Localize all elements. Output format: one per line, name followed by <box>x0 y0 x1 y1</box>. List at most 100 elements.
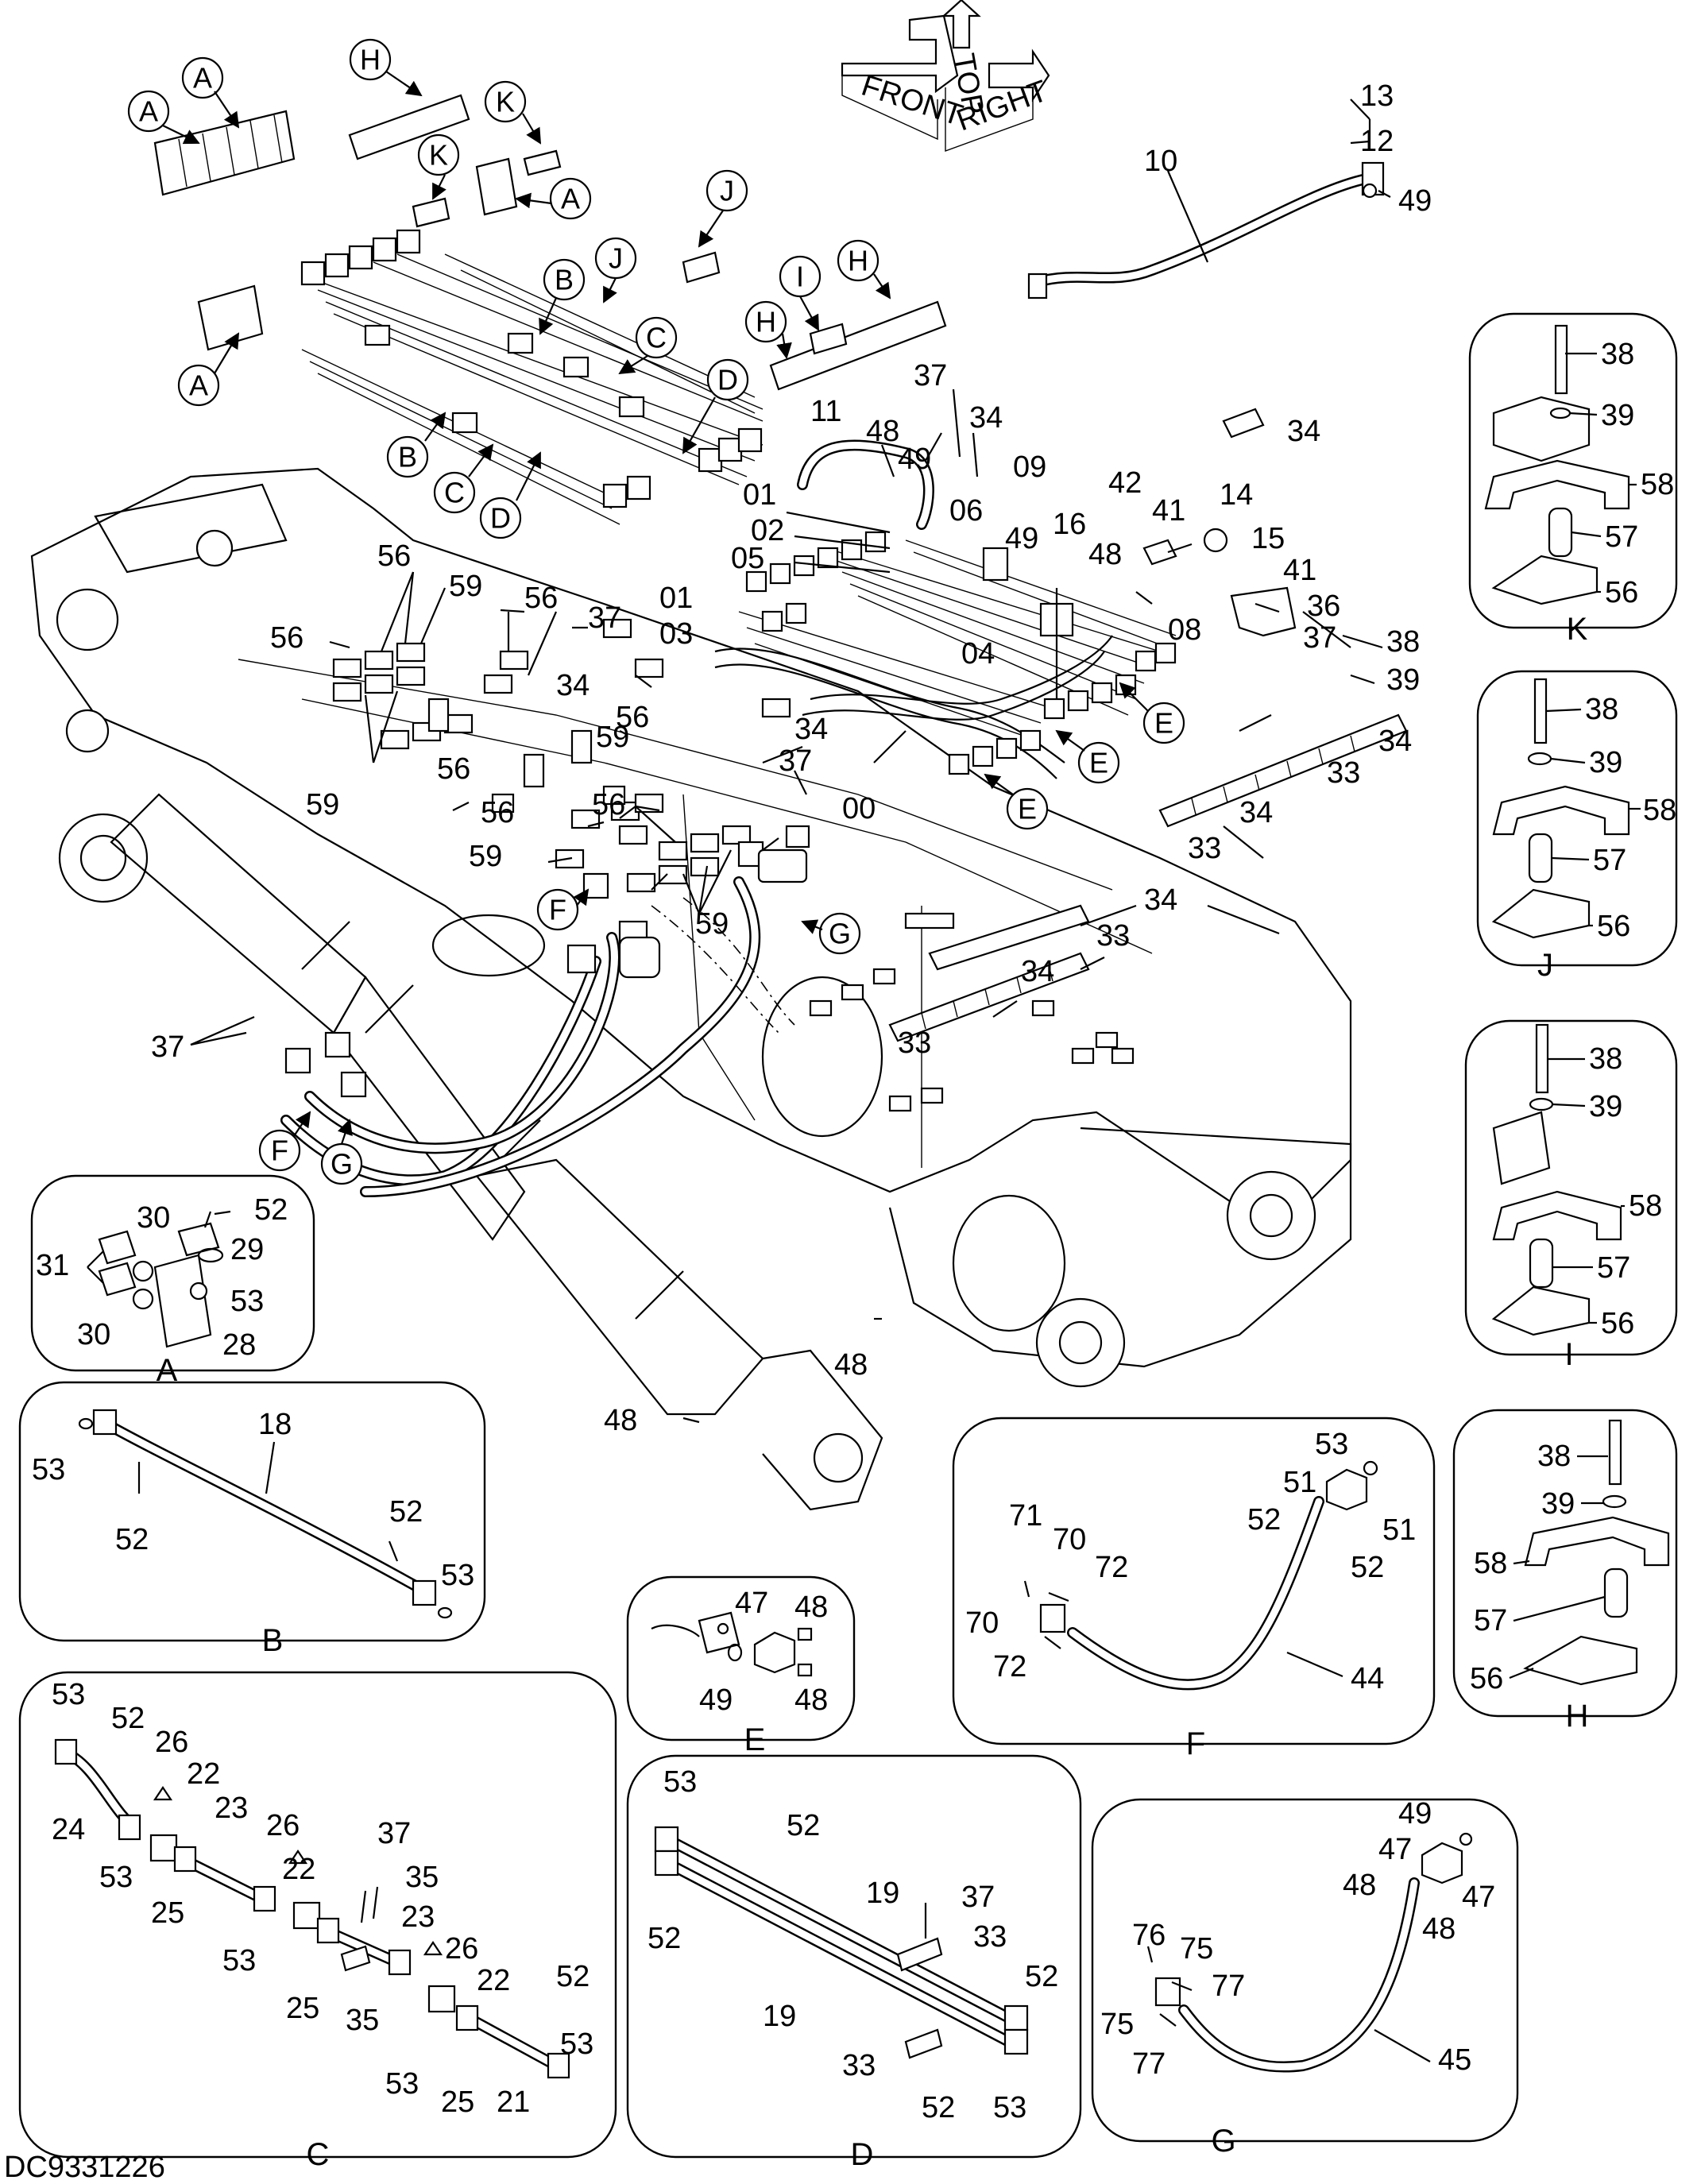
f-title: F <box>1186 1726 1205 1761</box>
label-11: 11 <box>810 395 841 428</box>
callout-d-2: D <box>490 502 511 535</box>
detail-c <box>18 1671 617 2159</box>
h-label-57: 57 <box>1474 1604 1507 1637</box>
clamp-rows-33 <box>888 408 1408 1042</box>
callout-e-3: E <box>1018 793 1037 825</box>
e-label-48-bottom: 48 <box>794 1683 828 1717</box>
callout-d-1: D <box>717 364 738 396</box>
label-49-c: 49 <box>1005 522 1038 555</box>
g-label-49: 49 <box>1398 1797 1432 1830</box>
callout-b-2: B <box>398 441 417 474</box>
detail-i <box>1464 1019 1678 1356</box>
k-title: K <box>1567 612 1588 647</box>
callout-k-2: K <box>429 139 448 172</box>
e-label-48-top: 48 <box>794 1591 828 1624</box>
label-12: 12 <box>1360 125 1394 158</box>
label-56-d: 56 <box>616 701 649 734</box>
c-label-25-c: 25 <box>441 2085 474 2119</box>
label-37-e: 37 <box>151 1030 184 1064</box>
c-label-53-d: 53 <box>385 2067 419 2101</box>
d-label-52-d: 52 <box>922 2091 955 2124</box>
label-49-top: 49 <box>1398 184 1432 218</box>
label-09: 09 <box>1013 450 1046 484</box>
a-label-30-bottom: 30 <box>77 1318 110 1351</box>
d-label-53-a: 53 <box>663 1765 697 1799</box>
label-34-g: 34 <box>1144 883 1177 917</box>
e-title: E <box>744 1722 766 1757</box>
c-label-22-c: 22 <box>477 1964 510 1997</box>
a-label-30-top: 30 <box>137 1201 170 1235</box>
c-label-22-a: 22 <box>187 1757 220 1791</box>
g-label-75-top: 75 <box>1180 1932 1213 1966</box>
callout-h-3: H <box>848 245 868 277</box>
label-34-e: 34 <box>1378 725 1412 758</box>
hose-bundles-upper <box>300 229 764 525</box>
label-49-b: 49 <box>898 443 931 476</box>
detail-d <box>626 1754 1082 2159</box>
g-label-47-right: 47 <box>1462 1881 1495 1914</box>
label-06: 06 <box>949 494 983 528</box>
label-03: 03 <box>659 617 693 651</box>
c-label-52-b: 52 <box>556 1960 590 1993</box>
callout-i-1: I <box>796 261 804 293</box>
i-label-39: 39 <box>1589 1090 1622 1123</box>
i-label-57: 57 <box>1597 1251 1630 1285</box>
g-label-76: 76 <box>1132 1919 1166 1952</box>
callout-circles: A A A A H H H K K J J I B B C C D D E E … <box>127 38 1185 1185</box>
i-label-38: 38 <box>1589 1042 1622 1076</box>
label-33-a: 33 <box>1327 756 1360 790</box>
h-title: H <box>1566 1699 1589 1734</box>
detail-g <box>1091 1798 1519 2143</box>
label-34-a: 34 <box>969 401 1003 435</box>
label-05: 05 <box>731 542 764 575</box>
detail-a <box>30 1174 315 1372</box>
i-title: I <box>1564 1337 1573 1372</box>
c-label-26-c: 26 <box>445 1932 478 1966</box>
drawing-code: DC9331226 <box>4 2151 165 2184</box>
callout-f-2: F <box>271 1135 288 1167</box>
d-title: D <box>851 2137 874 2172</box>
callout-h-2: H <box>756 306 776 338</box>
label-48-c: 48 <box>834 1348 868 1382</box>
detail-e-labels: 47 48 49 48 E <box>699 1587 828 1757</box>
label-10: 10 <box>1144 145 1177 178</box>
f-label-53: 53 <box>1315 1428 1348 1461</box>
label-34-f: 34 <box>1239 796 1273 829</box>
detail-e <box>626 1575 856 1741</box>
label-59-e: 59 <box>695 907 729 941</box>
label-00: 00 <box>842 792 876 825</box>
i-label-58: 58 <box>1629 1189 1662 1223</box>
label-59-b: 59 <box>596 721 629 754</box>
f-label-51-left: 51 <box>1283 1466 1316 1499</box>
d-label-53-b: 53 <box>993 2091 1026 2124</box>
c-label-53-b: 53 <box>99 1861 133 1894</box>
g-label-48-left: 48 <box>1343 1869 1376 1902</box>
callout-e-2: E <box>1089 747 1108 779</box>
label-48-d: 48 <box>604 1404 637 1437</box>
d-label-52-b: 52 <box>648 1922 681 1955</box>
detail-f-labels: 53 51 52 51 52 71 70 72 70 72 44 F <box>965 1428 1416 1761</box>
label-56-a: 56 <box>377 539 411 573</box>
detail-h-labels: 38 39 58 57 56 H <box>1470 1440 1608 1734</box>
c-label-52-a: 52 <box>111 1702 145 1735</box>
label-38-main: 38 <box>1386 625 1420 659</box>
label-37-d: 37 <box>779 744 812 778</box>
callout-a-4: A <box>189 369 208 402</box>
c-label-53-c: 53 <box>222 1944 256 1977</box>
label-14: 14 <box>1220 478 1253 512</box>
c-label-37: 37 <box>377 1817 411 1850</box>
f-label-52-right: 52 <box>1351 1551 1384 1584</box>
label-01-a: 01 <box>743 478 776 512</box>
label-41-b: 41 <box>1283 554 1316 587</box>
label-08: 08 <box>1168 613 1201 647</box>
b-label-52-right: 52 <box>389 1495 423 1529</box>
g-label-45: 45 <box>1438 2043 1471 2077</box>
label-59-d: 59 <box>469 840 502 873</box>
d-label-37: 37 <box>961 1881 995 1914</box>
label-59-a: 59 <box>449 570 482 603</box>
detail-c-labels: 53 52 26 22 23 24 53 26 22 37 35 25 53 2… <box>52 1678 593 2172</box>
clamp-row-top <box>348 94 947 391</box>
detail-b <box>18 1381 486 1642</box>
